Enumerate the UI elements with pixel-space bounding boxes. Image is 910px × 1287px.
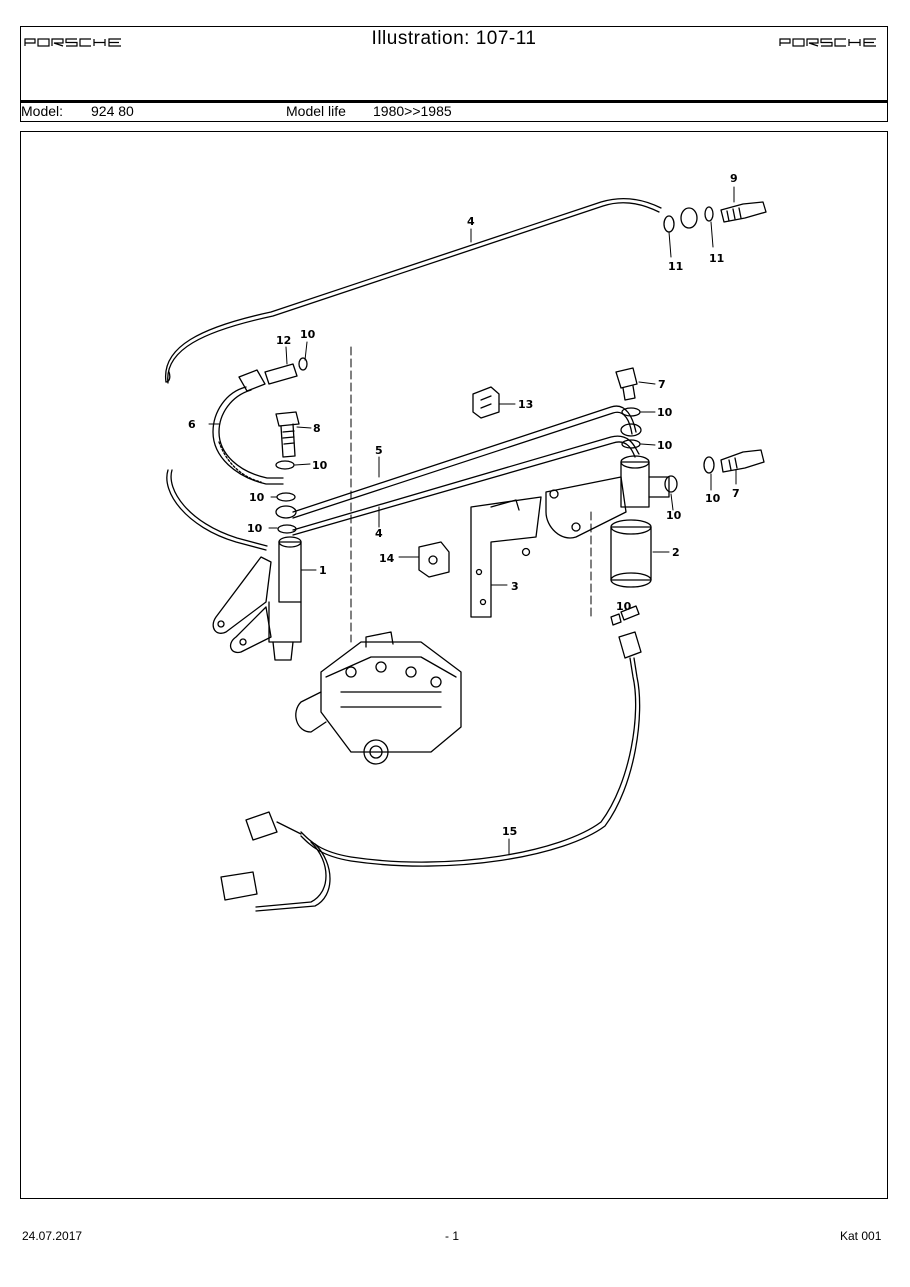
illustration-frame: 9 11 11 4 12 10 6 8 10 10 10 1 5 4 13 14… — [20, 131, 888, 1199]
footer-date: 24.07.2017 — [22, 1229, 83, 1243]
connector-15-left-b — [220, 871, 258, 901]
callout-11-a: 11 — [668, 260, 683, 273]
callout-10-f: 10 — [657, 439, 673, 452]
regulator-body — [320, 641, 462, 753]
bracket-3 — [470, 496, 542, 618]
washer-10-top — [298, 357, 308, 371]
callout-12: 12 — [276, 334, 291, 347]
callout-11-b: 11 — [709, 252, 724, 265]
header-box: Illustration: 107-11 Model: 924 80 Model… — [20, 26, 888, 122]
callout-8: 8 — [313, 422, 321, 435]
callout-5: 5 — [375, 444, 383, 457]
callout-15: 15 — [502, 825, 517, 838]
callout-10-a: 10 — [300, 328, 316, 341]
callout-4-upper: 4 — [467, 215, 475, 228]
callout-13: 13 — [518, 398, 533, 411]
callout-14: 14 — [379, 552, 395, 565]
valve-body-2 — [620, 461, 650, 508]
model-label: Model: — [21, 103, 64, 119]
washer-11-b — [704, 206, 714, 222]
washer-10-l3 — [277, 524, 297, 534]
clip-14 — [418, 541, 450, 578]
model-value: 924 80 — [91, 103, 134, 119]
valve-body-1 — [278, 541, 302, 603]
callout-6: 6 — [188, 418, 196, 431]
callout-1: 1 — [319, 564, 327, 577]
washer-10-r1 — [621, 407, 641, 417]
callout-10-h: 10 — [705, 492, 721, 505]
brake-hose-6 — [212, 386, 284, 485]
callout-10-d: 10 — [247, 522, 263, 535]
banjo-bolt-7-top — [615, 367, 638, 389]
callout-4-lower: 4 — [375, 527, 383, 540]
parts-diagram: 9 11 11 4 12 10 6 8 10 10 10 1 5 4 13 14… — [164, 172, 767, 912]
bracket-1 — [212, 556, 272, 634]
model-life-label: Model life — [286, 103, 346, 119]
connector-15-top — [618, 631, 642, 659]
connector-15-left-a — [245, 811, 278, 841]
callout-3: 3 — [511, 580, 519, 593]
bracket-2 — [545, 476, 627, 539]
washer-10-r — [703, 456, 715, 474]
model-row: Model: 924 80 Model life 1980>>1985 — [21, 103, 887, 121]
union-nut — [680, 207, 698, 229]
callout-7-a: 7 — [658, 378, 666, 391]
callout-9: 9 — [730, 172, 738, 185]
union-12 — [238, 369, 266, 392]
header-divider — [21, 100, 887, 103]
callout-7-b: 7 — [732, 487, 740, 500]
footer-catalog: Kat 001 — [840, 1229, 882, 1243]
callout-10-e: 10 — [657, 406, 673, 419]
banjo-bolt-7-right — [720, 449, 765, 473]
washer-10-r2 — [621, 439, 641, 449]
brake-line-5 — [292, 405, 637, 513]
footer-page-number: - 1 — [445, 1229, 460, 1243]
banjo-bolt-8 — [275, 411, 300, 427]
banjo-bolt-9 — [720, 201, 767, 223]
washer-10-l1 — [275, 460, 295, 470]
clip-13 — [472, 386, 500, 419]
washer-10-l2 — [276, 492, 296, 502]
callout-10-b: 10 — [312, 459, 328, 472]
page-title: Illustration: 107-11 — [371, 28, 537, 49]
callout-10-i: 10 — [616, 600, 632, 613]
porsche-logo-right-icon — [779, 38, 876, 47]
porsche-logo-left-icon — [24, 38, 121, 47]
brake-line-4-upper — [164, 197, 662, 383]
callout-10-c: 10 — [249, 491, 265, 504]
callout-10-g: 10 — [666, 509, 682, 522]
model-life-value: 1980>>1985 — [373, 103, 452, 119]
washer-11-a — [663, 215, 675, 233]
callout-2: 2 — [672, 546, 680, 559]
